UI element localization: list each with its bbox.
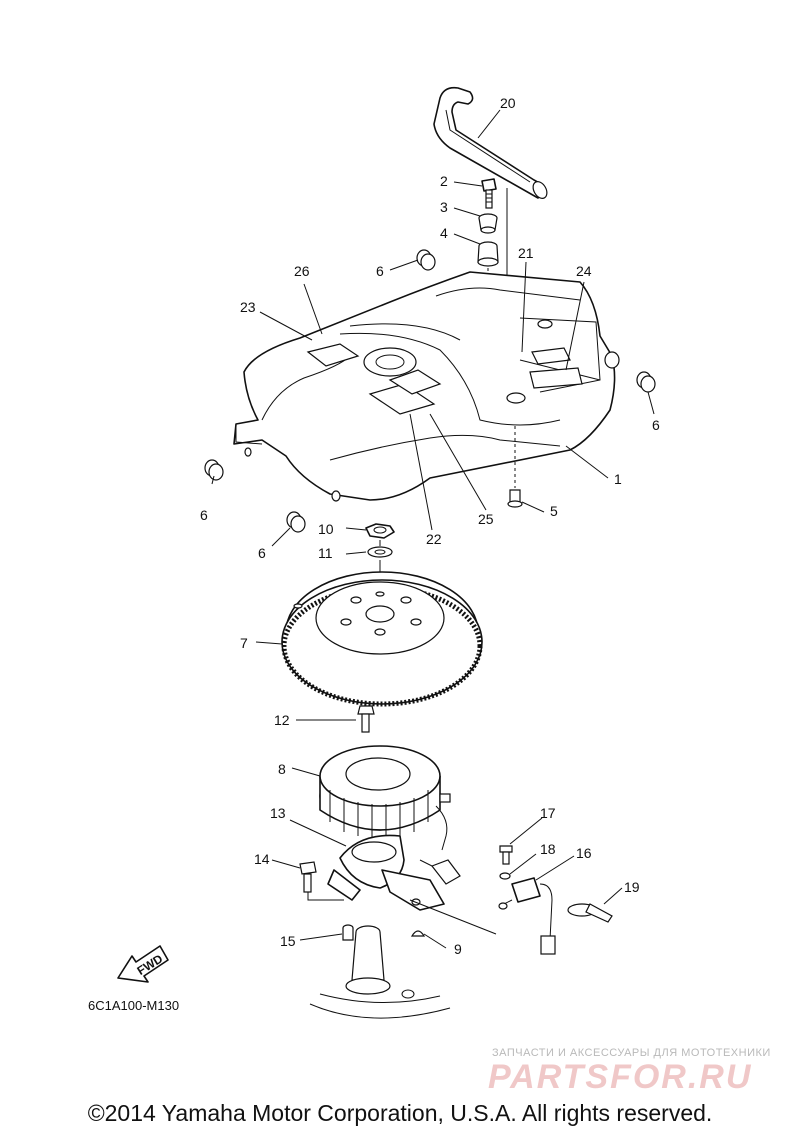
part-9-woodruff-key [410,930,426,937]
part-7-flywheel [281,571,483,707]
part-19-cable-tie [567,903,613,923]
callout-6-b: 6 [652,417,660,433]
diagram-code: 6C1A100-M130 [88,998,179,1013]
callout-3: 3 [440,199,448,215]
callout-10: 10 [318,521,334,537]
callout-19: 19 [624,879,640,895]
callout-17: 17 [540,805,556,821]
part-6-grommet-d [636,371,656,393]
callout-23: 23 [240,299,256,315]
watermark-site: PARTSFOR.RU [488,1058,752,1096]
callout-22: 22 [426,531,442,547]
callout-25: 25 [478,511,494,527]
copyright-notice: ©2014 Yamaha Motor Corporation, U.S.A. A… [87,1100,713,1126]
part-17-screw [499,845,513,865]
part-6-grommet-b [286,511,306,533]
callout-11: 11 [318,545,333,561]
callout-16: 16 [576,845,592,861]
callout-15: 15 [280,933,296,949]
callout-21: 21 [518,245,534,261]
part-10-nut [365,523,395,539]
callout-6-a: 6 [376,263,384,279]
part-3-collar [478,213,498,234]
part-5-pin [507,489,523,508]
part-4-grommet [477,241,499,267]
callout-26: 26 [294,263,310,279]
part-13-pulser-coil [327,834,461,911]
callout-20: 20 [500,95,516,111]
callout-14: 14 [254,851,270,867]
callout-7: 7 [240,635,248,651]
fwd-direction-arrow: FWD [117,945,169,983]
callout-18: 18 [540,841,556,857]
part-8-stator [319,745,451,851]
callout-numbers: 1 2 3 4 5 6 6 6 6 7 8 9 10 11 12 13 14 1… [200,95,660,957]
callout-12: 12 [274,712,290,728]
callout-24: 24 [576,263,592,279]
leader-lines [211,109,655,949]
watermark-tagline: ЗАПЧАСТИ И АКСЕССУАРЫ ДЛЯ МОТОТЕХНИКИ [492,1047,771,1059]
callout-6-d: 6 [258,545,266,561]
part-14-bolt [299,861,317,893]
part-16-ignition-coil [498,877,556,955]
callout-8: 8 [278,761,286,777]
part-6-grommet-c [416,249,436,271]
part-2-bolt [481,178,497,209]
callout-2: 2 [440,173,448,189]
callout-1: 1 [614,471,622,487]
part-6-grommet-a [204,459,224,481]
callout-13: 13 [270,805,286,821]
part-20-hose [433,86,548,199]
callout-5: 5 [550,503,558,519]
part-18-washer [499,872,511,880]
part-15-collar [342,924,354,941]
crankshaft [309,925,451,1019]
part-12-bolt [357,705,375,733]
callout-4: 4 [440,225,448,241]
callout-9: 9 [454,941,462,957]
decals [306,343,583,415]
callout-6-c: 6 [200,507,208,523]
part-11-washer [367,546,393,558]
